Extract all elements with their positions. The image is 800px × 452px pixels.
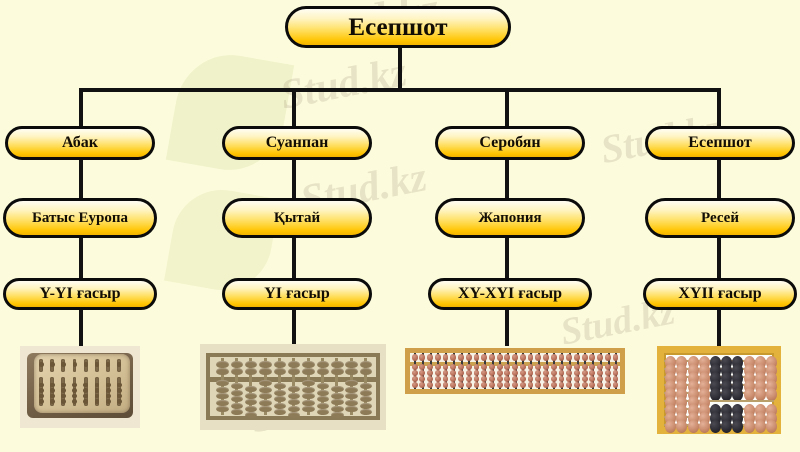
connector-bus-drop-2 [292, 88, 296, 128]
node-century-2[interactable]: YI ғасыр [222, 278, 372, 310]
connector-col4-4toimg [717, 310, 721, 346]
connector-col4-3to4 [717, 238, 721, 278]
connector-col4-2to3 [717, 160, 721, 198]
connector-bus-drop-4 [717, 88, 721, 128]
connector-col2-4toimg [292, 310, 296, 346]
node-device-4[interactable]: Есепшот [645, 126, 795, 160]
connector-col2-2to3 [292, 160, 296, 198]
connector-col3-2to3 [505, 160, 509, 198]
node-root[interactable]: Есепшот [285, 6, 511, 48]
connector-root-stem [398, 46, 402, 90]
node-region-4[interactable]: Ресей [645, 198, 795, 238]
node-device-3[interactable]: Серобян [435, 126, 585, 160]
russian-schoty-image [657, 346, 781, 434]
connector-col3-3to4 [505, 238, 509, 278]
node-region-2[interactable]: Қытай [222, 198, 372, 238]
node-century-4[interactable]: XYII ғасыр [643, 278, 797, 310]
connector-bus-drop-3 [505, 88, 509, 128]
japanese-soroban-image [405, 348, 625, 394]
node-region-3[interactable]: Жапония [435, 198, 585, 238]
connector-col1-4toimg [79, 310, 83, 346]
node-century-1[interactable]: Y-YI ғасыр [3, 278, 157, 310]
node-century-3[interactable]: XY-XYI ғасыр [428, 278, 592, 310]
connector-col1-2to3 [79, 160, 83, 198]
connector-col1-3to4 [79, 238, 83, 278]
roman-abacus-image [20, 346, 140, 428]
connector-col3-4toimg [505, 310, 509, 346]
watermark-text: Stud.kz [276, 49, 411, 119]
node-device-2[interactable]: Суанпан [222, 126, 372, 160]
chinese-suanpan-image [200, 344, 386, 430]
connector-col2-3to4 [292, 238, 296, 278]
node-region-1[interactable]: Батыс Еуропа [3, 198, 157, 238]
connector-bus-drop-1 [79, 88, 83, 128]
node-device-1[interactable]: Абак [5, 126, 155, 160]
connector-bus [79, 88, 721, 92]
